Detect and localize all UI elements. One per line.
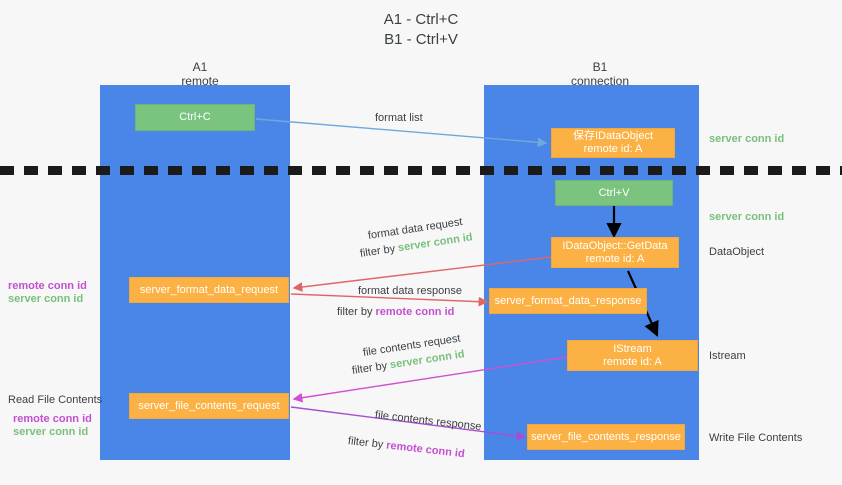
node-save-idataobject[interactable]: 保存IDataObject remote id: A bbox=[551, 128, 675, 158]
right-label-server-conn-id-mid: server conn id bbox=[709, 210, 784, 224]
node-server-format-data-response[interactable]: server_format_data_response bbox=[489, 288, 647, 314]
node-server-file-contents-request-label: server_file_contents_request bbox=[138, 399, 280, 412]
column-header-a1-name: A1 bbox=[192, 60, 208, 74]
node-server-format-data-request[interactable]: server_format_data_request bbox=[129, 277, 289, 303]
edge-label-file-contents-response: file contents response bbox=[374, 408, 482, 434]
node-server-format-data-request-label: server_format_data_request bbox=[139, 283, 279, 296]
node-server-file-contents-request[interactable]: server_file_contents_request bbox=[129, 393, 289, 419]
page-title-line-1: A1 - Ctrl+C bbox=[383, 11, 459, 28]
edge-label-file-contents-request-filter-prefix: filter by bbox=[351, 359, 391, 377]
node-istream-sub: remote id: A bbox=[603, 355, 662, 368]
left-label-remote-conn-id-upper: remote conn id bbox=[8, 279, 87, 293]
edge-label-file-contents-response-filter: filter by remote conn id bbox=[347, 434, 465, 461]
node-save-idataobject-label: 保存IDataObject bbox=[572, 130, 654, 142]
node-server-format-data-response-label: server_format_data_response bbox=[494, 294, 642, 307]
left-label-server-conn-id-lower-text: server conn id bbox=[13, 426, 89, 438]
node-istream[interactable]: IStream remote id: A bbox=[567, 340, 698, 371]
right-label-write-file-contents: Write File Contents bbox=[709, 431, 802, 445]
left-label-remote-conn-id-upper-text: remote conn id bbox=[8, 280, 87, 292]
right-label-server-conn-id-mid-text: server conn id bbox=[709, 211, 785, 223]
node-ctrl-c-label: Ctrl+C bbox=[179, 111, 211, 123]
left-label-server-conn-id-upper-text: server conn id bbox=[8, 293, 84, 305]
dashed-separator bbox=[0, 166, 842, 175]
left-label-remote-conn-id-lower-text: remote conn id bbox=[13, 413, 92, 425]
left-label-server-conn-id-lower: server conn id bbox=[13, 425, 88, 439]
column-header-b1: B1 connection bbox=[540, 60, 660, 88]
left-label-remote-conn-id-lower: remote conn id bbox=[13, 412, 92, 426]
right-label-dataobject: DataObject bbox=[709, 245, 764, 259]
node-idataobject-getdata-sub: remote id: A bbox=[585, 252, 645, 265]
node-save-idataobject-sub: remote id: A bbox=[583, 143, 643, 155]
node-ctrl-c[interactable]: Ctrl+C bbox=[135, 104, 255, 131]
right-label-server-conn-id-top-text: server conn id bbox=[709, 133, 785, 145]
edge-label-file-contents-response-filter-value: remote conn id bbox=[385, 439, 466, 461]
edge-label-format-data-response-filter: filter by remote conn id bbox=[337, 305, 454, 319]
page-title-line-2: B1 - Ctrl+V bbox=[384, 31, 458, 48]
right-label-istream: Istream bbox=[709, 349, 746, 363]
edge-label-format-data-request-filter-prefix: filter by bbox=[359, 242, 399, 260]
right-label-server-conn-id-top: server conn id bbox=[709, 132, 784, 146]
edge-label-format-data-response-filter-value: remote conn id bbox=[375, 306, 455, 318]
edge-label-format-list-text: format list bbox=[375, 112, 423, 124]
node-server-file-contents-response-label: server_file_contents_response bbox=[531, 430, 681, 443]
node-server-file-contents-response[interactable]: server_file_contents_response bbox=[527, 424, 685, 450]
right-label-istream-text: Istream bbox=[709, 350, 746, 362]
node-ctrl-v[interactable]: Ctrl+V bbox=[555, 180, 673, 206]
left-label-read-file-contents-text: Read File Contents bbox=[8, 394, 103, 406]
right-label-write-file-contents-text: Write File Contents bbox=[709, 432, 803, 444]
right-label-dataobject-text: DataObject bbox=[709, 246, 765, 258]
column-header-b1-name: B1 bbox=[592, 60, 608, 74]
column-header-b1-sub: connection bbox=[570, 74, 630, 88]
page-title: A1 - Ctrl+C B1 - Ctrl+V bbox=[0, 10, 842, 50]
edge-label-format-list: format list bbox=[375, 111, 423, 125]
left-label-read-file-contents: Read File Contents bbox=[8, 393, 102, 407]
edge-label-format-data-response-text: format data response bbox=[358, 285, 462, 297]
node-idataobject-getdata[interactable]: IDataObject::GetData remote id: A bbox=[551, 237, 679, 268]
edge-label-file-contents-response-text: file contents response bbox=[374, 409, 483, 434]
column-header-a1-sub: remote bbox=[181, 74, 219, 88]
edge-label-format-data-response: format data response bbox=[358, 284, 462, 298]
column-header-a1: A1 remote bbox=[140, 60, 260, 88]
left-label-server-conn-id-upper: server conn id bbox=[8, 292, 83, 306]
edge-label-file-contents-response-filter-prefix: filter by bbox=[347, 435, 387, 452]
node-ctrl-v-label: Ctrl+V bbox=[598, 186, 630, 199]
node-istream-label: IStream bbox=[613, 342, 652, 355]
node-idataobject-getdata-label: IDataObject::GetData bbox=[562, 239, 668, 252]
edge-label-format-data-response-filter-prefix: filter by bbox=[337, 306, 376, 318]
